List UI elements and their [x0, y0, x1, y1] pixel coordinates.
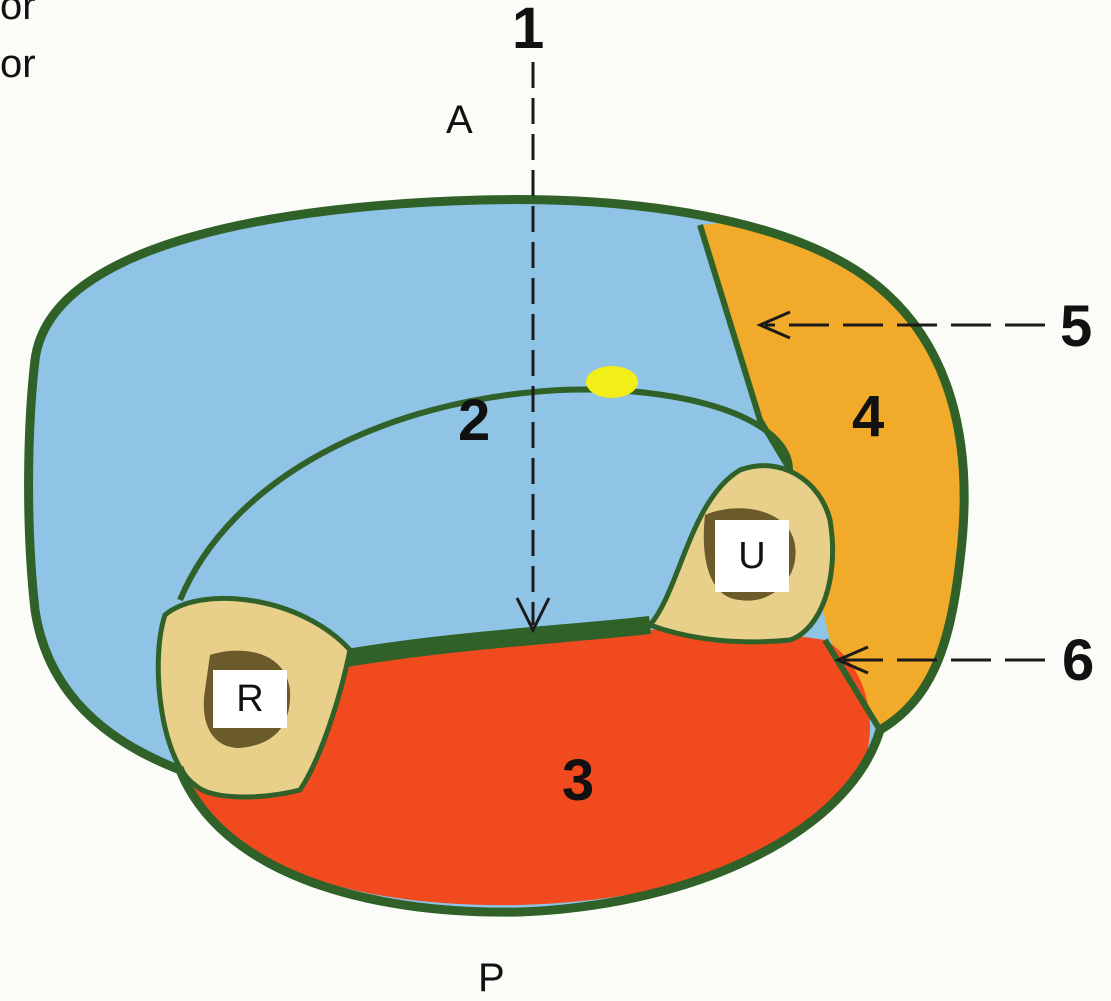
cropped-text-fragment: or — [0, 42, 36, 86]
outer-fascia-outline — [24, 195, 969, 917]
label-4: 4 — [852, 384, 885, 449]
posterior-septum — [822, 638, 883, 732]
label-1: 1 — [512, 0, 545, 61]
arrowhead-6 — [834, 645, 869, 675]
red-compartment-3 — [190, 629, 871, 906]
arrowhead-5 — [756, 310, 791, 340]
label-2: 2 — [458, 388, 491, 453]
arrowhead-1 — [515, 597, 551, 634]
yellow-spot — [586, 366, 638, 398]
label-5: 5 — [1060, 294, 1093, 359]
label-box-ulna: U — [715, 520, 789, 592]
label-anterior: A — [446, 98, 473, 142]
label-box-radius: R — [213, 670, 287, 728]
label-3: 3 — [562, 748, 595, 813]
label-6: 6 — [1062, 628, 1095, 693]
lateral-septum — [697, 224, 793, 472]
cropped-text-fragment: or — [0, 0, 36, 28]
label-posterior: P — [478, 956, 505, 1000]
inner-compartment-2-outline — [177, 386, 794, 663]
